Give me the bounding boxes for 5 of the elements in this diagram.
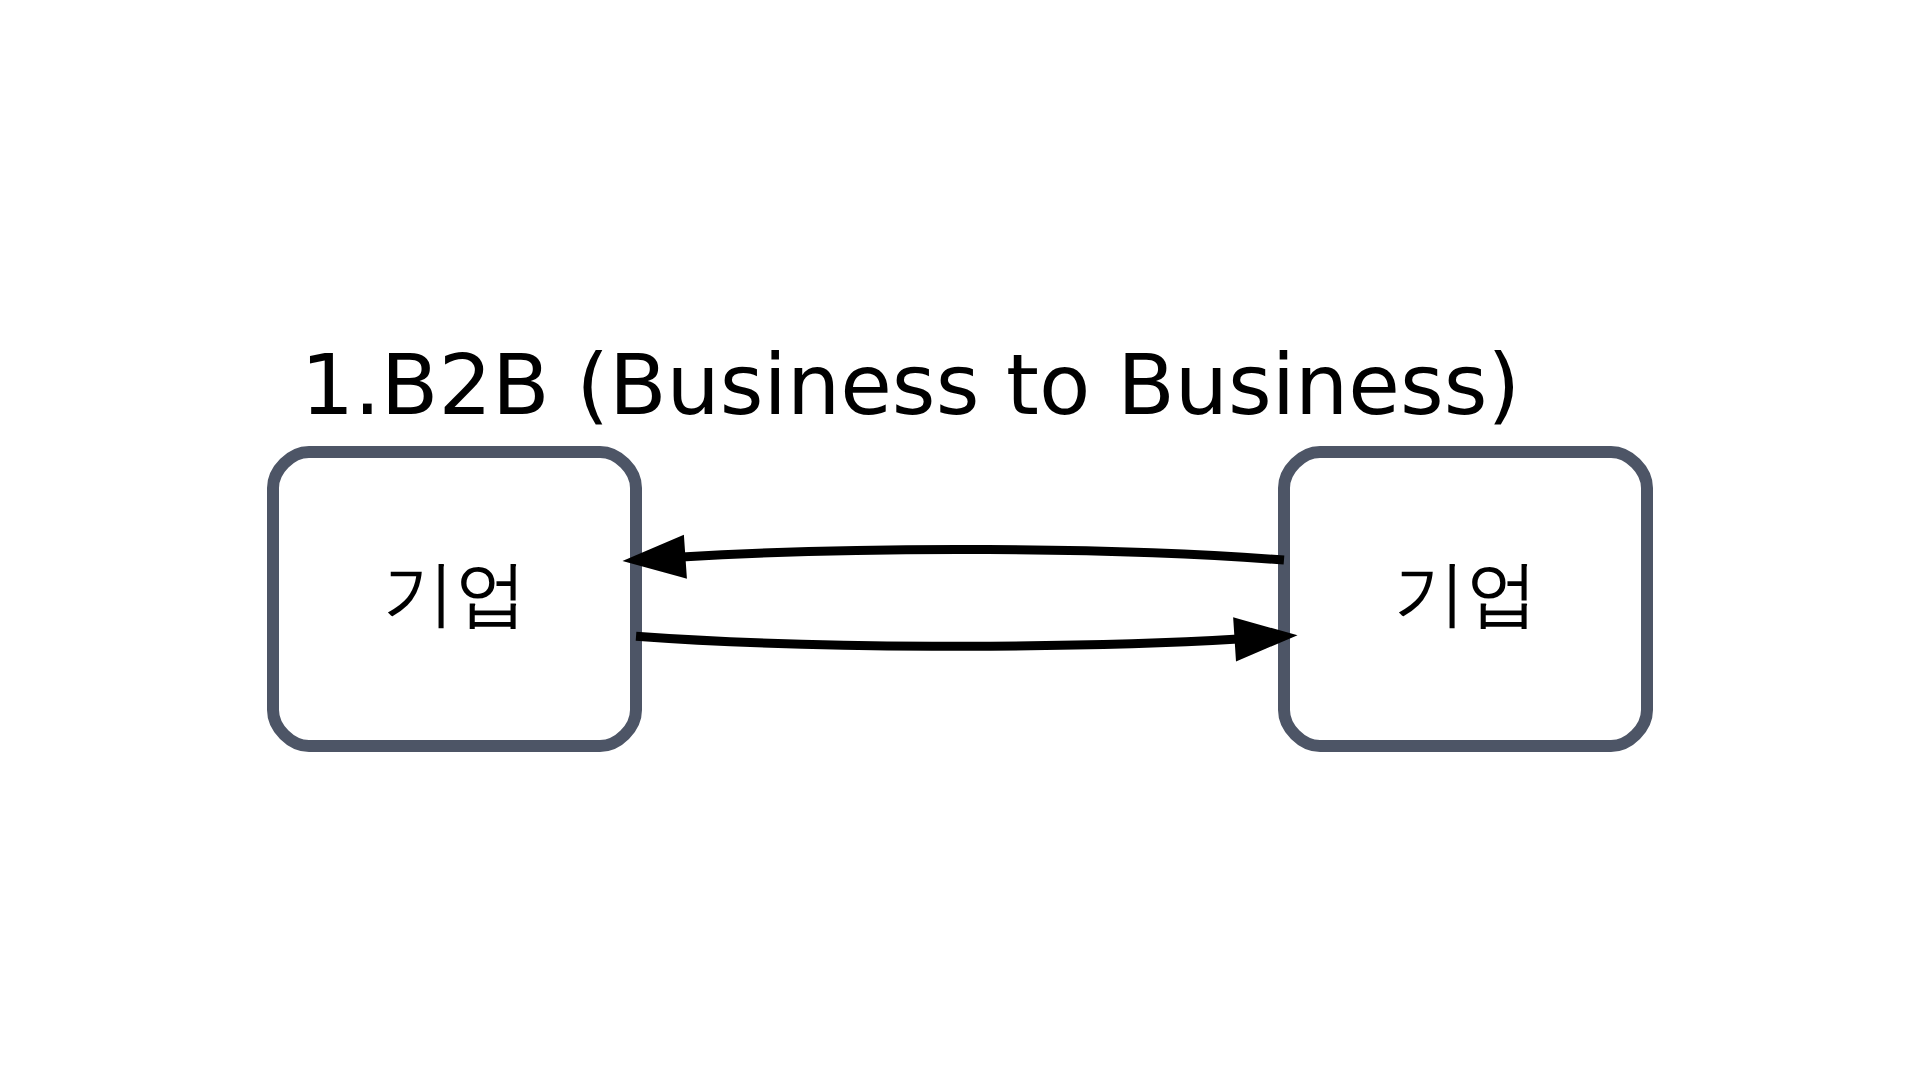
node-box: 기업 <box>267 445 642 752</box>
arrow <box>622 534 1285 579</box>
arrow <box>635 616 1298 661</box>
node-box: 기업 <box>1278 445 1653 752</box>
diagram-title: 1.B2B (Business to Business) <box>300 335 1521 434</box>
